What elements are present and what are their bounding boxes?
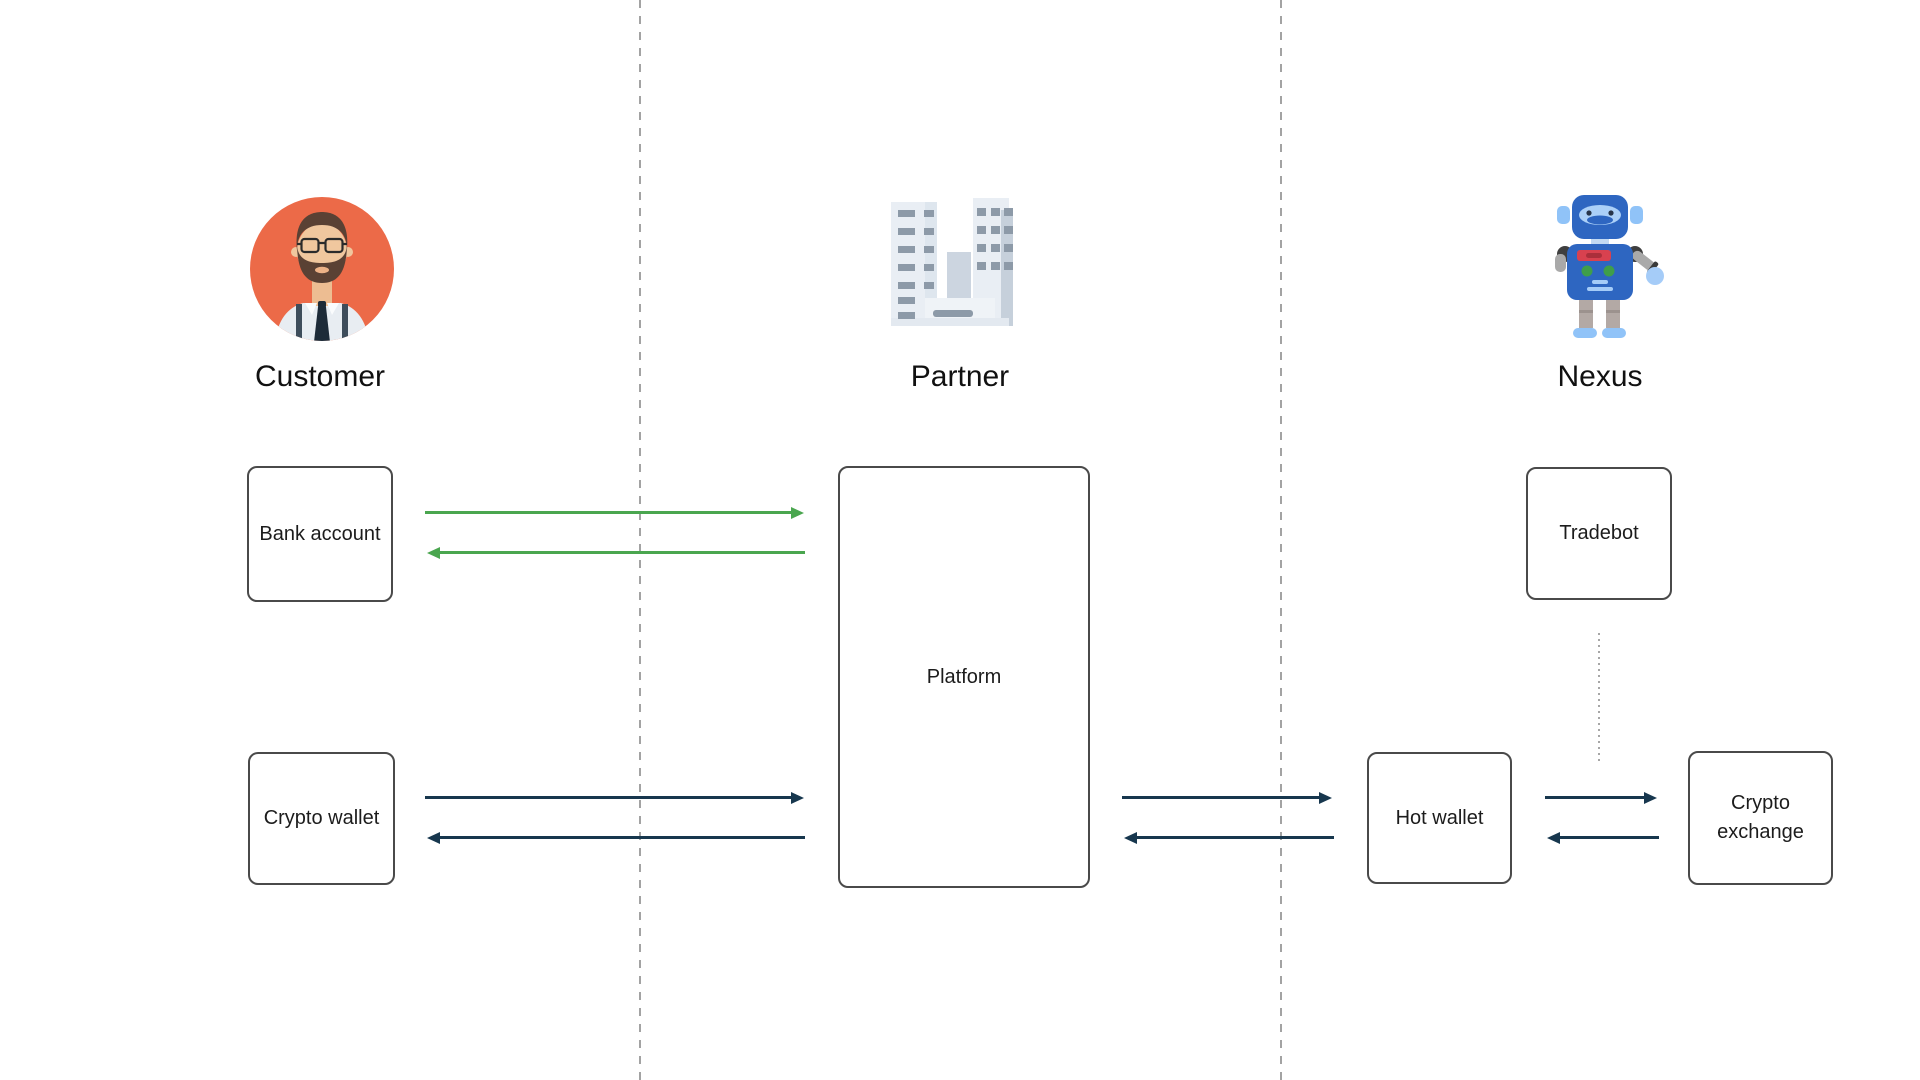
lane-title-customer: Customer bbox=[254, 360, 386, 393]
node-label: Hot wallet bbox=[1395, 806, 1484, 829]
node-label: Tradebot bbox=[1559, 522, 1639, 544]
lane-title-nexus: Nexus bbox=[1557, 360, 1643, 393]
lane-title-partner: Partner bbox=[910, 360, 1010, 393]
arrow-bank-to-platform bbox=[425, 511, 791, 514]
nexus-robot-icon bbox=[1555, 195, 1664, 338]
lane-divider-left bbox=[639, 0, 641, 1080]
node-label: Crypto wallet bbox=[263, 807, 380, 829]
node-label: Platform bbox=[926, 665, 1002, 688]
arrow-platform-to-hotwallet bbox=[1122, 796, 1319, 799]
node-bank-account: Bank account bbox=[247, 466, 393, 602]
node-hot-wallet: Hot wallet bbox=[1367, 752, 1512, 884]
customer-avatar-icon bbox=[250, 197, 394, 341]
partner-building-icon bbox=[891, 198, 1013, 326]
arrow-hotwallet-to-platform bbox=[1137, 836, 1334, 839]
node-label: Bank account bbox=[259, 522, 381, 545]
tradebot-dotted-connector bbox=[1598, 633, 1600, 765]
arrow-platform-to-wallet bbox=[440, 836, 805, 839]
lane-divider-right bbox=[1280, 0, 1282, 1080]
arrow-wallet-to-platform bbox=[425, 796, 791, 799]
node-platform: Platform bbox=[838, 466, 1090, 888]
node-label: Crypto exchange bbox=[1717, 792, 1804, 843]
arrow-platform-to-bank bbox=[440, 551, 805, 554]
arrow-exchange-to-hotwallet bbox=[1560, 836, 1659, 839]
node-crypto-exchange: Crypto exchange bbox=[1688, 751, 1833, 885]
node-crypto-wallet: Crypto wallet bbox=[248, 752, 395, 885]
arrow-hotwallet-to-exchange bbox=[1545, 796, 1644, 799]
node-tradebot: Tradebot bbox=[1526, 467, 1672, 600]
